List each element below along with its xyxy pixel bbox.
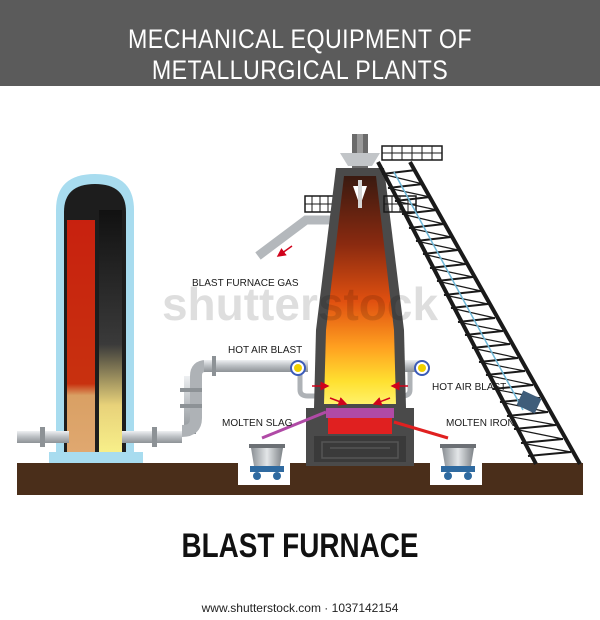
label-molten-slag: MOLTEN SLAG [222, 418, 293, 429]
label-blast-furnace-gas: BLAST FURNACE GAS [192, 278, 299, 289]
header-banner: MECHANICAL EQUIPMENT OF METALLURGICAL PL… [0, 0, 600, 86]
stove-flue [99, 210, 122, 454]
iron-tap-line [393, 420, 449, 440]
label-hot-air-blast-right: HOT AIR BLAST [432, 382, 506, 393]
hot-blast-stove [49, 174, 143, 463]
watermark: shutterstock [162, 278, 438, 330]
blast-furnace-diagram: BLAST FURNACE GAS HOT AIR BLAST HOT AIR … [17, 134, 583, 495]
gas-offtake-pipe [255, 195, 336, 260]
label-hot-air-blast-left: HOT AIR BLAST [228, 345, 302, 356]
furnace-inner [324, 176, 396, 404]
diagram-title: BLAST FURNACE [181, 527, 419, 565]
label-molten-iron: MOLTEN IRON [446, 418, 515, 429]
skip-hoist [376, 161, 582, 465]
footer-url: www.shutterstock.com · 1037142154 [201, 601, 399, 615]
slag-ladle [249, 444, 285, 480]
stove-combustion-chamber [67, 220, 95, 454]
hot-air-pipe [17, 356, 430, 447]
ground [17, 463, 583, 495]
skip-car [516, 390, 542, 414]
slag-tap-line [261, 410, 327, 440]
iron-ladle [440, 444, 476, 480]
gas-arrow [276, 245, 293, 257]
header-title: MECHANICAL EQUIPMENT OF METALLURGICAL PL… [127, 24, 473, 85]
blast-furnace [306, 134, 414, 466]
